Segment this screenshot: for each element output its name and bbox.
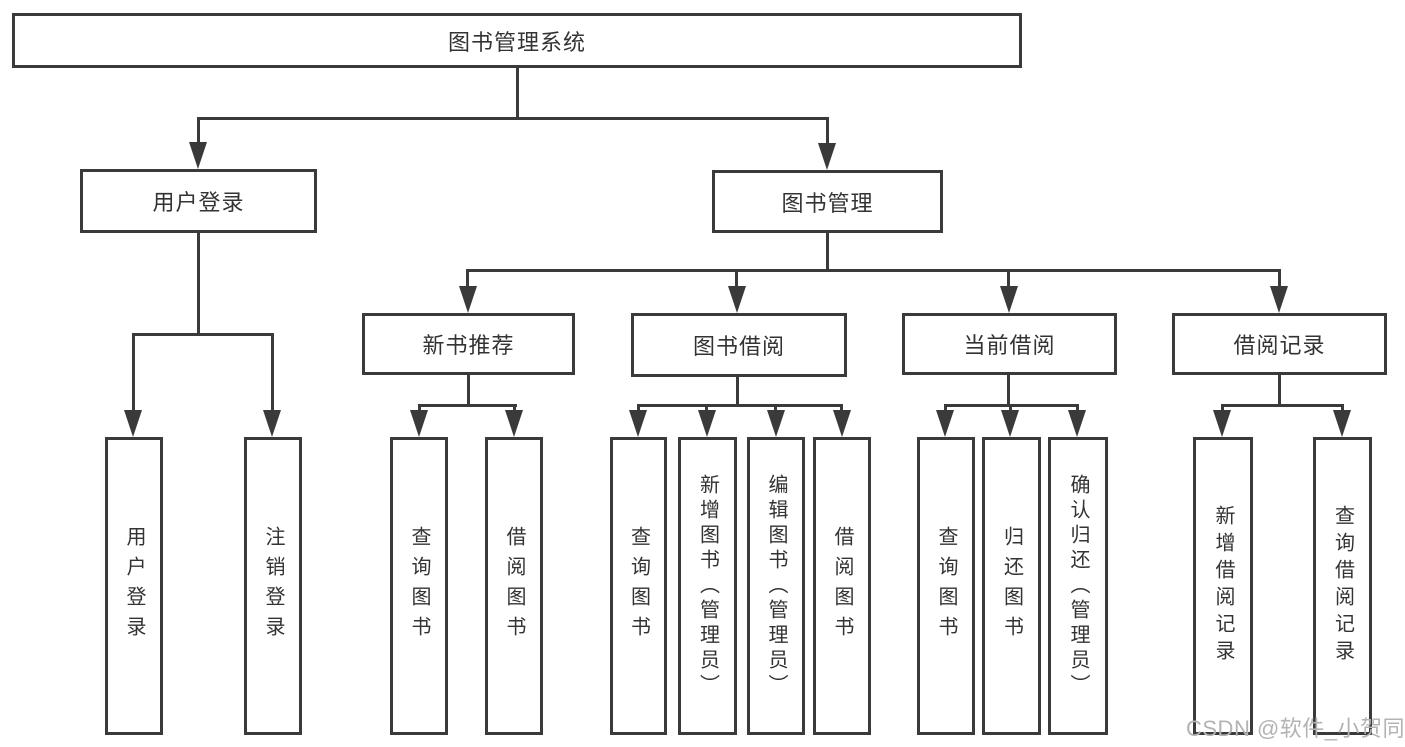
csdn-watermark: CSDN @软件_小贺同学 [1186, 716, 1405, 741]
leaf-borrow-edit-admin: 编辑图书（管理员） [747, 437, 805, 735]
leaf-current-confirm-return-admin: 确认归还（管理员） [1048, 437, 1108, 735]
node-current-borrow: 当前借阅 [902, 313, 1117, 375]
arrow-leaf [629, 410, 647, 437]
arrow-leaf [936, 410, 954, 437]
node-book-borrow: 图书借阅 [631, 313, 847, 377]
leaf-current-query: 查询图书 [917, 437, 975, 735]
arrow-current-borrow [1000, 286, 1018, 313]
arrow-leaf [1068, 410, 1086, 437]
connector-user-login-children-split [132, 333, 274, 336]
arrow-leaf [767, 410, 785, 437]
connector-leaf-drop [637, 404, 640, 414]
connector-new-books-down [467, 375, 470, 407]
connector-leaf-drop [944, 404, 947, 414]
arrow-user-login [189, 142, 207, 169]
leaf-records-query: 查询借阅记录 [1313, 437, 1372, 735]
connector-leaf-drop [1009, 404, 1012, 414]
leaf-logout: 注销登录 [244, 437, 302, 735]
node-root: 图书管理系统 [12, 13, 1022, 68]
connector-leaf-drop [840, 404, 843, 414]
connector-leaf-drop [271, 333, 274, 413]
node-user-login: 用户登录 [80, 169, 317, 233]
leaf-records-add: 新增借阅记录 [1193, 437, 1253, 735]
connector-leaf-drop [513, 404, 516, 414]
connector-book-borrow-down [736, 377, 739, 407]
connector-book-mgmt-drop [826, 117, 829, 147]
connector-book-mgmt-down [826, 233, 829, 272]
connector-user-login-down [197, 233, 200, 336]
node-borrow-records: 借阅记录 [1172, 313, 1387, 375]
leaf-current-return: 归还图书 [982, 437, 1041, 735]
connector-leaf-drop [1221, 404, 1224, 414]
arrow-leaf [698, 410, 716, 437]
arrow-book-borrow [728, 286, 746, 313]
node-new-books: 新书推荐 [362, 313, 575, 375]
arrow-leaf [263, 410, 281, 437]
arrow-leaf [124, 410, 142, 437]
connector-leaf-drop [418, 404, 421, 414]
connector-borrow-records-children-split [1221, 404, 1344, 407]
arrow-new-books [459, 286, 477, 313]
arrow-leaf [1213, 410, 1231, 437]
connector-level2-split [197, 117, 829, 120]
connector-level3-drop [1007, 269, 1010, 291]
connector-root-drop [516, 67, 519, 119]
leaf-new-books-borrow: 借阅图书 [485, 437, 543, 735]
connector-level3-drop [1278, 269, 1281, 291]
connector-borrow-records-down [1278, 375, 1281, 407]
arrow-leaf [833, 410, 851, 437]
arrow-book-mgmt [818, 143, 836, 170]
connector-leaf-drop [774, 404, 777, 414]
arrow-leaf [410, 410, 428, 437]
connector-level3-drop [735, 269, 738, 291]
leaf-user-login: 用户登录 [105, 437, 163, 735]
arrow-leaf [1001, 410, 1019, 437]
connector-leaf-drop [1076, 404, 1079, 414]
leaf-borrow-query: 查询图书 [610, 437, 667, 735]
connector-leaf-drop [705, 404, 708, 414]
connector-leaf-drop [1341, 404, 1344, 414]
arrow-leaf [1333, 410, 1351, 437]
connector-level3-split [466, 269, 1281, 272]
leaf-new-books-query: 查询图书 [390, 437, 448, 735]
arrow-borrow-records [1270, 286, 1288, 313]
connector-level3-drop [466, 269, 469, 291]
connector-current-borrow-down [1007, 374, 1010, 407]
leaf-borrow-borrow: 借阅图书 [813, 437, 871, 735]
connector-user-login-drop [197, 117, 200, 147]
connector-book-borrow-children-split [637, 404, 843, 407]
connector-leaf-drop [132, 333, 135, 413]
connector-new-books-children-split [418, 404, 517, 407]
node-book-mgmt: 图书管理 [712, 170, 943, 233]
arrow-leaf [505, 410, 523, 437]
leaf-borrow-add-admin: 新增图书（管理员） [678, 437, 737, 735]
